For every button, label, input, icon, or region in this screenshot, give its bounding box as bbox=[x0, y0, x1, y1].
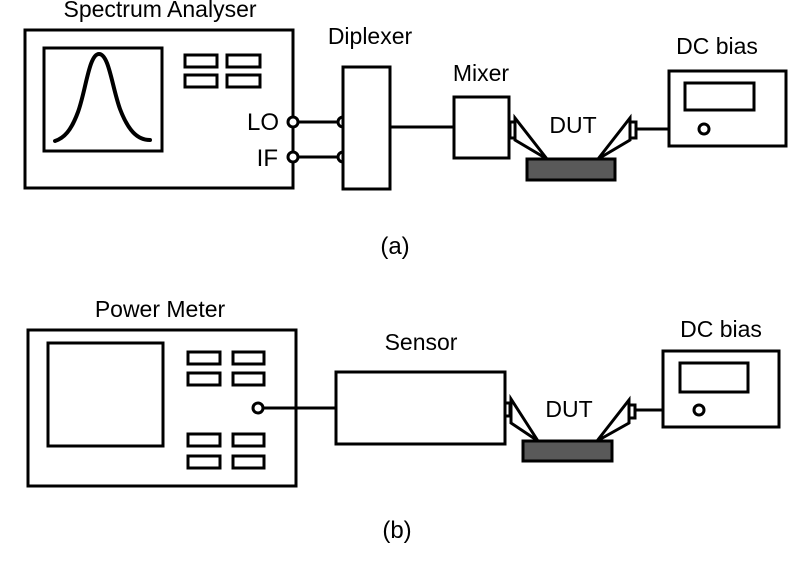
sensor-label: Sensor bbox=[385, 329, 458, 355]
rf-probe bbox=[513, 113, 549, 161]
pm-front-panel-button bbox=[186, 350, 222, 366]
diagram-a: Spectrum Analyser LO IF Diplexer Mixer D… bbox=[23, 0, 788, 260]
lo-port-label: LO bbox=[247, 109, 279, 136]
dc-probe-connector bbox=[628, 120, 638, 140]
pm-front-panel-button bbox=[231, 371, 266, 387]
dc-probe bbox=[596, 113, 632, 161]
mixer-label: Mixer bbox=[453, 60, 510, 86]
dut-label: DUT bbox=[549, 112, 596, 138]
pm-front-panel-button bbox=[186, 371, 222, 387]
dc-bias-display bbox=[678, 361, 750, 394]
pm-front-panel-button bbox=[231, 454, 266, 470]
if-port-label: IF bbox=[257, 145, 278, 172]
caption-b: (b) bbox=[382, 517, 411, 544]
dut-chip bbox=[521, 439, 614, 463]
diagram-b: Power Meter Sensor DUT DC bias bbox=[26, 296, 781, 544]
dut-label: DUT bbox=[545, 396, 592, 422]
dc-probe bbox=[595, 395, 631, 443]
dc-bias-terminal bbox=[692, 403, 706, 417]
if-port-terminal bbox=[286, 150, 300, 164]
spectrum-trace-curve bbox=[53, 51, 152, 143]
mixer-box bbox=[452, 95, 511, 160]
pm-front-panel-button bbox=[231, 432, 266, 448]
dc-probe-connector bbox=[627, 403, 637, 420]
sa-front-panel-button bbox=[183, 53, 219, 69]
rf-probe bbox=[509, 393, 540, 443]
caption-a: (a) bbox=[380, 233, 409, 260]
dc-bias-display bbox=[683, 81, 756, 112]
sa-front-panel-button bbox=[225, 73, 262, 89]
dc-bias-label: DC bias bbox=[676, 33, 758, 59]
sensor-box bbox=[334, 370, 507, 446]
diplexer-box bbox=[341, 65, 392, 191]
power-meter-screen bbox=[46, 341, 165, 448]
power-meter-title: Power Meter bbox=[95, 296, 226, 322]
sa-front-panel-button bbox=[183, 73, 219, 89]
pm-front-panel-button bbox=[186, 454, 222, 470]
diplexer-label: Diplexer bbox=[328, 23, 413, 49]
pm-front-panel-button bbox=[231, 350, 266, 366]
dc-bias-terminal bbox=[697, 122, 711, 136]
dc-bias-label: DC bias bbox=[680, 316, 762, 342]
power-meter-terminal bbox=[251, 401, 265, 415]
dut-chip bbox=[525, 157, 617, 182]
pm-front-panel-button bbox=[186, 432, 222, 448]
sa-front-panel-button bbox=[225, 53, 262, 69]
rf-probe-connector bbox=[503, 401, 512, 418]
lo-port-terminal bbox=[286, 115, 300, 129]
spectrum-analyser-title: Spectrum Analyser bbox=[63, 0, 256, 22]
